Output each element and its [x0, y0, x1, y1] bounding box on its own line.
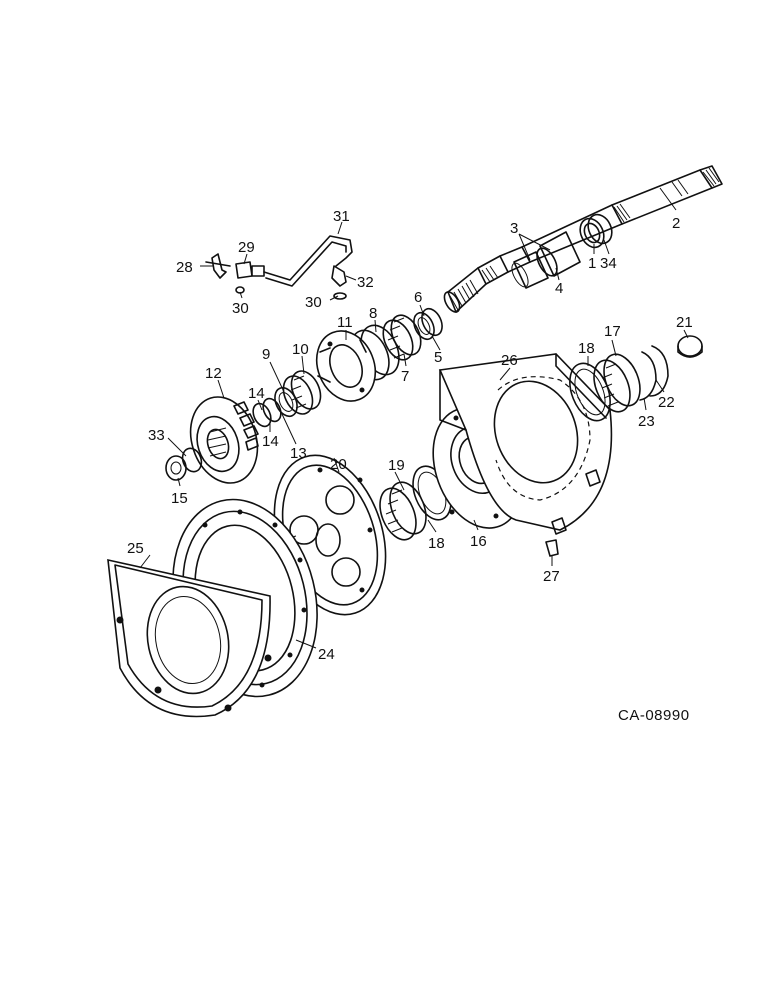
callout-22: 22: [658, 394, 675, 411]
callout-17: 17: [604, 323, 621, 340]
callout-18-lower: 18: [428, 535, 445, 552]
snap-rings: [252, 397, 282, 428]
callout-21: 21: [676, 314, 693, 331]
callout-30-right: 30: [305, 294, 322, 311]
final-drive-housing: [438, 353, 613, 535]
washer-and-cap: [165, 447, 203, 481]
callout-14-lower: 14: [262, 433, 279, 450]
sun-gear-hub: [189, 396, 259, 484]
collar-ring: [579, 213, 613, 249]
callout-7: 7: [401, 368, 409, 385]
drawing-code: CA-08990: [618, 707, 690, 724]
callout-27: 27: [543, 568, 560, 585]
callout-23: 23: [638, 413, 655, 430]
callout-20: 20: [330, 456, 347, 473]
axle-shaft: [443, 165, 723, 313]
bearing-cup-9: [274, 386, 298, 418]
bearing-cup-18-upper: [569, 362, 611, 422]
callout-19: 19: [388, 457, 405, 474]
callout-28: 28: [176, 259, 193, 276]
shaft-sleeve: [511, 231, 581, 289]
callout-13: 13: [290, 445, 307, 462]
seal-cap: [677, 335, 703, 358]
callout-18-upper: 18: [578, 340, 595, 357]
callout-29: 29: [238, 239, 255, 256]
callout-labels: 1 2 3 4 5 6 7 8 9 10 11 12 13 14 14 15 1…: [127, 208, 693, 663]
callout-16: 16: [470, 533, 487, 550]
callout-32: 32: [357, 274, 374, 291]
callout-15: 15: [171, 490, 188, 507]
callout-8: 8: [369, 305, 377, 322]
callout-11: 11: [337, 314, 353, 331]
callout-4: 4: [555, 280, 563, 297]
leader-lines: [139, 187, 689, 649]
callout-26: 26: [501, 352, 518, 369]
lube-tube-assembly: [205, 235, 353, 300]
callout-3: 3: [510, 220, 518, 237]
bearing-retainer-11: [315, 330, 377, 402]
drive-guard: [107, 558, 272, 718]
callout-24: 24: [318, 646, 335, 663]
callout-30-left: 30: [232, 300, 249, 317]
callout-2: 2: [672, 215, 680, 232]
callout-5: 5: [434, 349, 442, 366]
callout-33: 33: [148, 427, 165, 444]
callout-31: 31: [333, 208, 350, 225]
callout-14-upper: 14: [248, 385, 265, 402]
seal-rings: [413, 307, 443, 341]
callout-25: 25: [127, 540, 144, 557]
callout-12: 12: [205, 365, 222, 382]
callout-9: 9: [262, 346, 270, 363]
callout-10: 10: [292, 341, 309, 358]
callout-6: 6: [414, 289, 422, 306]
callout-34: 34: [600, 255, 617, 272]
callout-1: 1: [588, 255, 596, 272]
dowel-pin: [545, 539, 559, 557]
